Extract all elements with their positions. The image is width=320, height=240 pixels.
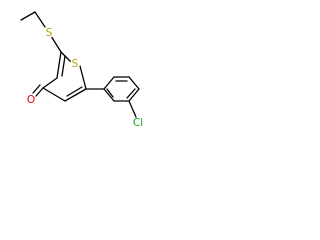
bond-c2-c3 [56,51,62,79]
atom-label-oxygen: O [27,94,35,106]
atom-label-sulfur-ring: S [72,58,79,70]
bond-c2-s1-ring [60,51,72,63]
bond-c4-o-double [32,84,41,94]
bond-phenyl-3-4 [128,76,140,90]
bond-s-c2 [50,35,62,53]
molecular-structure: S S O Cl [20,11,145,129]
bond-c3-c4 [42,77,58,89]
bond-c6-s1-ring [79,65,87,90]
bond-c4-c5 [42,87,66,102]
bond-phenyl-4-5-double [126,88,136,99]
bond-phenyl-6-1-double [106,88,114,98]
bond-phenyl-cl [128,100,137,118]
bond-c5-c6 [64,88,87,102]
bond-c4-o [35,87,44,97]
atom-label-chlorine: Cl [133,117,143,129]
atom-label-sulfur-thioether: S [46,27,53,39]
bond-c5-c6-double [66,86,83,97]
bond-ethyl-ch2-s [34,11,46,28]
bond-c2-c3-double [61,55,66,77]
bond-phenyl-1-2 [103,76,115,90]
bond-ethyl-ch3-ch2 [20,11,36,21]
bond-phenyl-4-5 [128,88,140,102]
bond-phenyl-6-1 [103,88,115,102]
